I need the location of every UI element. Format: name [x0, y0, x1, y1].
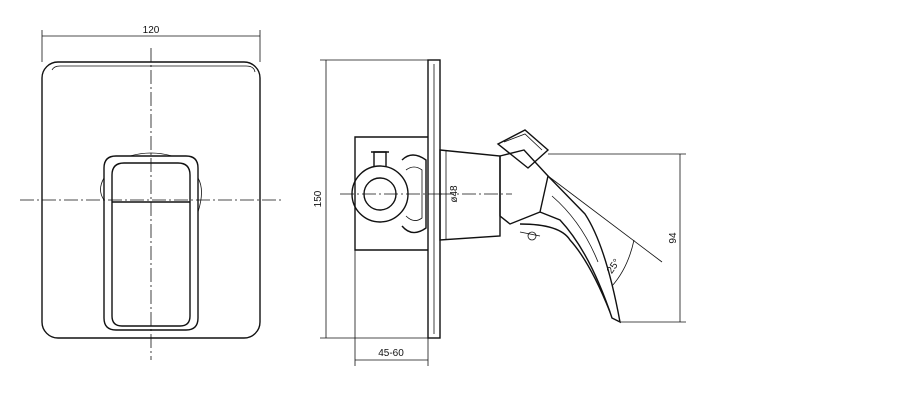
side-valve-box	[354, 136, 428, 251]
side-valve-outlet-inner	[405, 166, 423, 221]
side-angle-label: 25°	[605, 257, 623, 276]
front-handle-body	[103, 155, 199, 331]
front-view: 120	[20, 25, 282, 360]
side-height-label: 150	[313, 190, 324, 207]
front-plate-edge	[51, 65, 256, 73]
side-lever-top-edge	[503, 133, 543, 151]
side-lever-blade-inner	[551, 195, 599, 263]
side-angle-arc	[611, 239, 635, 287]
side-view: 150 45-60 ø48	[313, 59, 686, 366]
side-depth-label: 45-60	[378, 348, 404, 359]
front-handle-inner	[111, 162, 191, 327]
side-lever-height-label: 94	[668, 232, 679, 244]
side-valve-outlet	[401, 154, 427, 234]
side-valve-stem	[373, 151, 387, 166]
front-cartridge-ring-right	[197, 177, 202, 213]
side-lever-blade	[539, 175, 621, 324]
side-angle-ref-line	[547, 175, 663, 263]
side-lever-top	[496, 129, 550, 169]
front-cartridge-ring	[100, 177, 105, 201]
side-lever-screw	[527, 231, 537, 241]
front-width-label: 120	[143, 25, 160, 36]
side-lever-screw-line	[519, 231, 541, 237]
side-lever-blade-underside	[519, 223, 611, 313]
side-escutcheon	[439, 149, 501, 241]
side-diameter-label: ø48	[449, 185, 460, 203]
